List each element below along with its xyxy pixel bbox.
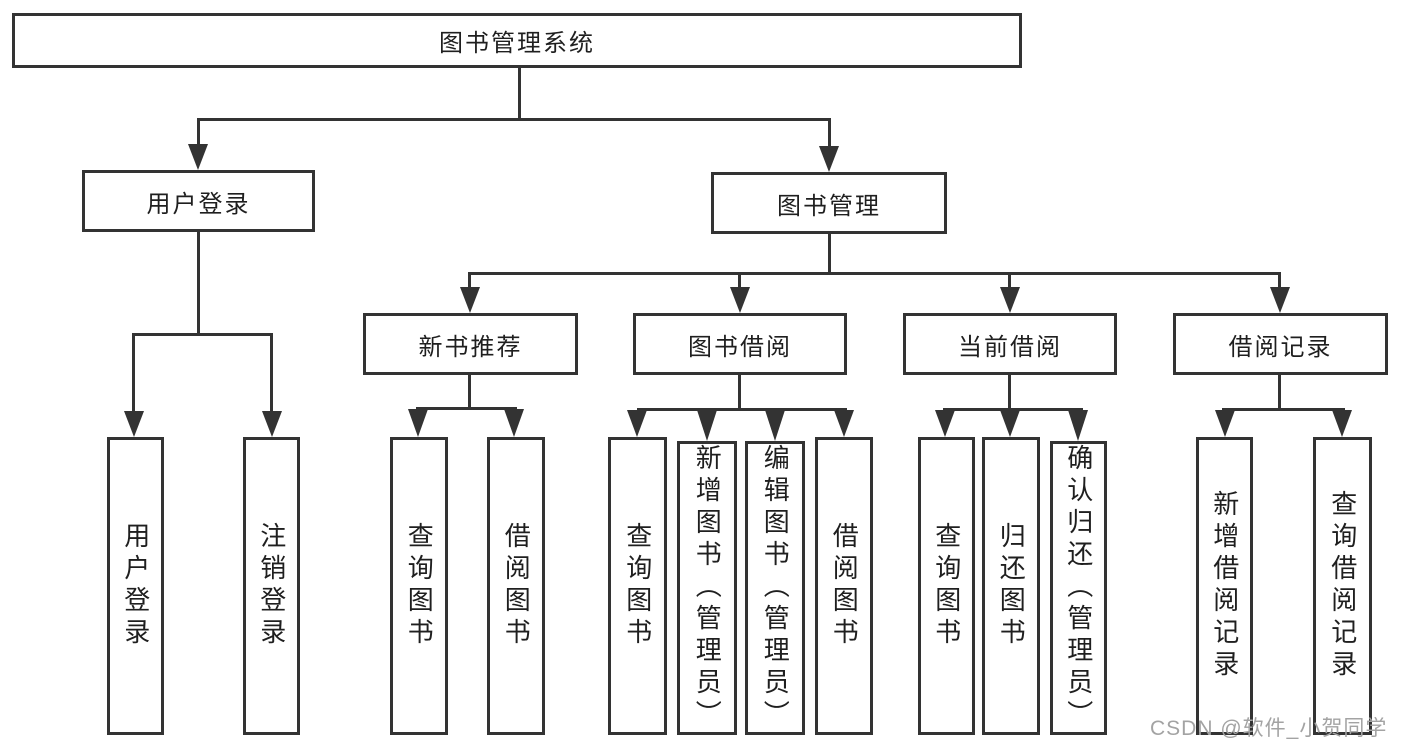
connector-line bbox=[828, 234, 831, 275]
connector-line bbox=[416, 407, 517, 410]
connector-line bbox=[943, 408, 1083, 411]
connector-line bbox=[468, 272, 471, 289]
arrowhead-down-icon bbox=[1000, 287, 1020, 313]
arrowhead-down-icon bbox=[1068, 410, 1088, 441]
connector-line bbox=[1278, 272, 1281, 289]
arrowhead-down-icon bbox=[262, 411, 282, 437]
node-new-book-recommend: 新书推荐 bbox=[363, 313, 578, 375]
node-root: 图书管理系统 bbox=[12, 13, 1022, 68]
arrowhead-down-icon bbox=[819, 146, 839, 172]
arrowhead-down-icon bbox=[124, 411, 144, 437]
arrowhead-down-icon bbox=[1215, 410, 1235, 437]
connector-line bbox=[828, 118, 831, 148]
csdn-watermark: CSDN @软件_小贺同学 bbox=[1150, 717, 1388, 740]
connector-line bbox=[197, 118, 200, 146]
node-user-login: 用户登录 bbox=[82, 170, 315, 232]
connector-line bbox=[197, 232, 200, 336]
arrowhead-down-icon bbox=[935, 410, 955, 437]
leaf-logout: 注销登录 bbox=[243, 437, 300, 735]
leaf-query-borrow-record: 查询借阅记录 bbox=[1313, 437, 1372, 735]
leaf-add-books-admin: 新增图书（管理员） bbox=[677, 441, 737, 735]
connector-line bbox=[197, 118, 831, 121]
leaf-confirm-return-admin: 确认归还（管理员） bbox=[1050, 441, 1107, 735]
leaf-borrow-books: 借阅图书 bbox=[815, 437, 873, 735]
connector-line bbox=[270, 333, 273, 413]
arrowhead-down-icon bbox=[627, 410, 647, 437]
arrowhead-down-icon bbox=[730, 287, 750, 313]
arrowhead-down-icon bbox=[1332, 410, 1352, 437]
arrowhead-down-icon bbox=[834, 410, 854, 437]
leaf-query-books: 查询图书 bbox=[608, 437, 667, 735]
connector-line bbox=[1222, 408, 1345, 411]
node-borrow-records: 借阅记录 bbox=[1173, 313, 1388, 375]
node-book-borrow: 图书借阅 bbox=[633, 313, 847, 375]
leaf-query-books: 查询图书 bbox=[390, 437, 448, 735]
arrowhead-down-icon bbox=[765, 410, 785, 441]
leaf-borrow-books: 借阅图书 bbox=[487, 437, 545, 735]
leaf-user-login: 用户登录 bbox=[107, 437, 164, 735]
connector-line bbox=[518, 68, 521, 121]
leaf-add-borrow-record: 新增借阅记录 bbox=[1196, 437, 1253, 735]
connector-line bbox=[470, 272, 1281, 275]
arrowhead-down-icon bbox=[1000, 410, 1020, 437]
connector-line bbox=[132, 333, 273, 336]
connector-line bbox=[132, 333, 135, 413]
arrowhead-down-icon bbox=[460, 287, 480, 313]
leaf-query-books: 查询图书 bbox=[918, 437, 975, 735]
arrowhead-down-icon bbox=[1270, 287, 1290, 313]
arrowhead-down-icon bbox=[188, 144, 208, 170]
arrowhead-down-icon bbox=[408, 409, 428, 437]
node-current-borrow: 当前借阅 bbox=[903, 313, 1117, 375]
node-book-management: 图书管理 bbox=[711, 172, 947, 234]
connector-line bbox=[738, 375, 741, 411]
arrowhead-down-icon bbox=[697, 410, 717, 441]
leaf-return-books: 归还图书 bbox=[982, 437, 1040, 735]
connector-line bbox=[1008, 272, 1011, 289]
connector-line bbox=[637, 408, 847, 411]
connector-line bbox=[1008, 375, 1011, 411]
connector-line bbox=[468, 375, 471, 410]
connector-line bbox=[1278, 375, 1281, 411]
leaf-edit-books-admin: 编辑图书（管理员） bbox=[745, 441, 805, 735]
arrowhead-down-icon bbox=[504, 409, 524, 437]
connector-line bbox=[738, 272, 741, 289]
